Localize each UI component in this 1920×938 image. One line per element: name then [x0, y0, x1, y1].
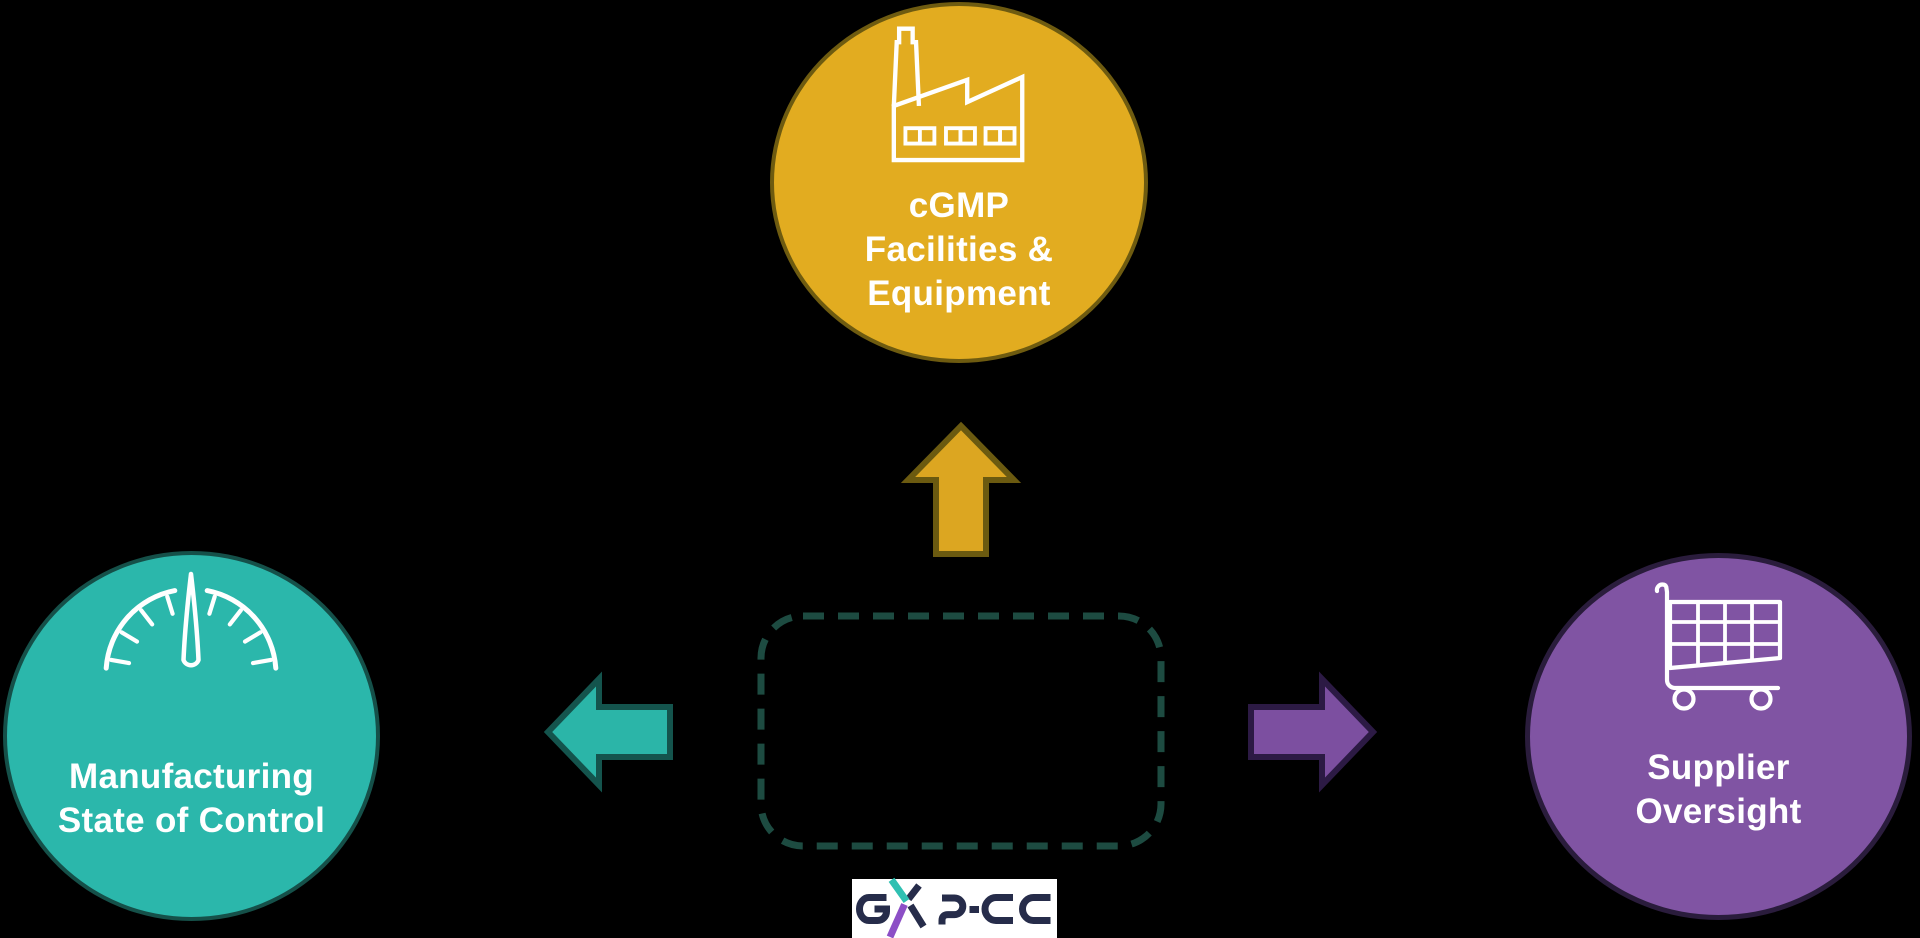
node-label-line: Supplier: [1647, 748, 1790, 787]
shopping-cart-icon: [1654, 582, 1782, 711]
node-label-top: cGMP Facilities & Equipment: [865, 184, 1053, 316]
node-manufacturing-state-of-control: Manufacturing State of Control: [3, 551, 380, 921]
arrow-right-icon: [1248, 671, 1378, 793]
factory-icon: [891, 26, 1025, 163]
node-label-line: cGMP: [908, 186, 1010, 225]
node-label-line: State of Control: [57, 801, 326, 840]
arrow-left-icon: [543, 671, 673, 793]
speedometer-icon: [103, 571, 279, 671]
gxp-cc-logo: GXP-CC: [852, 877, 1057, 938]
node-label-line: Manufacturing: [68, 757, 314, 796]
arrow-up-icon: [900, 421, 1022, 557]
node-label-left: Manufacturing State of Control: [58, 755, 325, 843]
node-supplier-oversight: Supplier Oversight: [1525, 553, 1912, 920]
node-label-line: Equipment: [867, 274, 1051, 313]
gxp-cc-logo-lettering: [855, 877, 1051, 938]
node-label-right: Supplier Oversight: [1635, 746, 1801, 834]
node-label-line: Facilities &: [864, 230, 1054, 269]
node-cgmp-facilities-equipment: cGMP Facilities & Equipment: [770, 2, 1148, 363]
node-label-line: Oversight: [1635, 792, 1802, 831]
center-dashed-box: [757, 612, 1165, 850]
